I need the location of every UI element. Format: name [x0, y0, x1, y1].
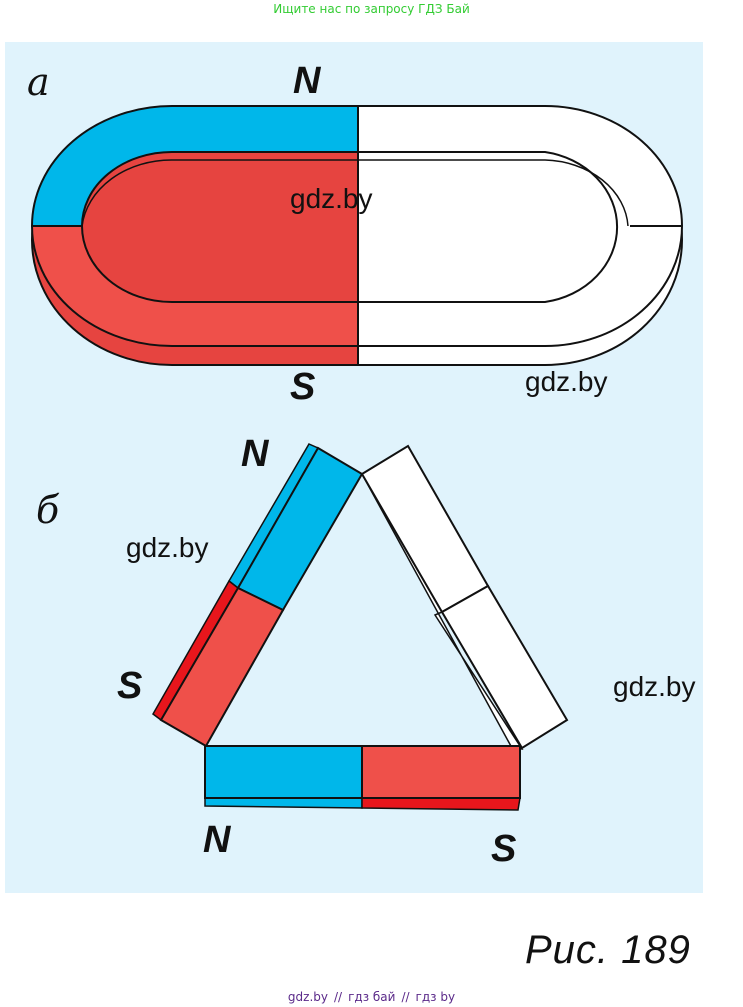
tri-bottom-n-label: N: [203, 819, 232, 861]
footer-separator: //: [334, 990, 343, 1004]
footer-links: gdz.by // гдз бай // гдз by: [0, 990, 743, 1004]
ring-n-label: N: [293, 60, 322, 102]
watermark: gdz.by: [126, 532, 209, 563]
tri-bottom-north-face: [204, 745, 363, 799]
footer-separator: //: [401, 990, 410, 1004]
ring-s-label: S: [290, 366, 315, 408]
tri-bottom-north-side: [204, 797, 363, 809]
search-hint-link[interactable]: Ищите нас по запросу ГДЗ Бай: [273, 2, 470, 16]
watermark: gdz.by: [290, 183, 373, 214]
ring-north-segment: [30, 105, 359, 227]
watermark: gdz.by: [613, 671, 696, 702]
tri-left-s-label: S: [117, 665, 142, 707]
footer-link[interactable]: гдз бай: [348, 990, 396, 1004]
part-a-label: а: [27, 60, 50, 104]
watermark: gdz.by: [525, 366, 608, 397]
footer-link[interactable]: gdz.by: [287, 990, 328, 1004]
figure-caption: Рис. 189: [525, 928, 691, 972]
tri-right-bottom-face: [440, 584, 569, 750]
part-b-label: б: [36, 488, 60, 532]
footer-link[interactable]: гдз by: [415, 990, 456, 1004]
tri-bottom-south-face: [361, 745, 521, 799]
ring-neutral-segment: [357, 105, 683, 347]
tri-left-n-label: N: [241, 433, 270, 475]
tri-bottom-south-side: [361, 797, 521, 811]
tri-bottom-s-label: S: [491, 828, 516, 870]
ring-south-segment: [30, 225, 359, 347]
